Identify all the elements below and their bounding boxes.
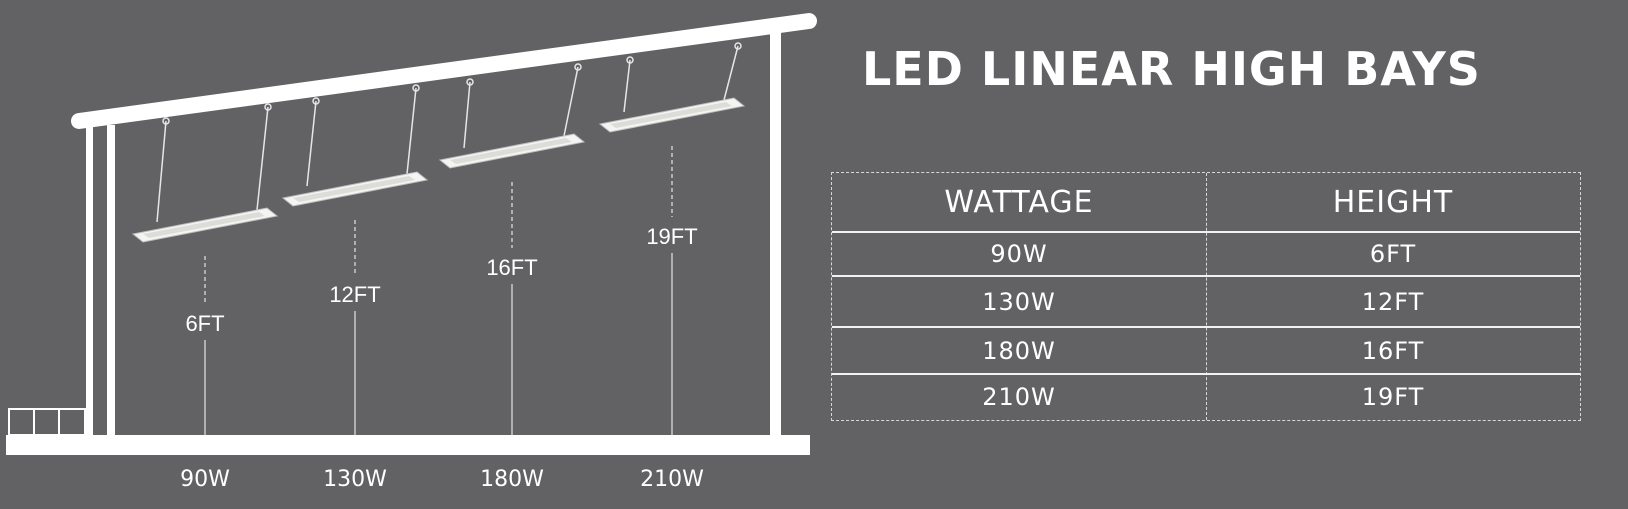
suspension-wire [306, 100, 317, 187]
table-header-wattage: WATTAGE [944, 185, 1094, 220]
hanger-ring [734, 42, 742, 50]
wattage-label: 210W [640, 467, 704, 492]
floor-slab [6, 435, 810, 455]
row-divider [832, 373, 1580, 375]
wattage-label: 130W [323, 467, 387, 492]
table-cell-height: 6FT [1369, 240, 1417, 268]
page-title: LED LINEAR HIGH BAYS [862, 42, 1481, 96]
left-post-outer [86, 125, 93, 436]
table-header-height: HEIGHT [1332, 185, 1454, 220]
wattage-label: 180W [480, 467, 544, 492]
right-post [770, 30, 781, 436]
table-cell-height: 12FT [1361, 288, 1425, 316]
fixture-lens [610, 102, 732, 128]
hanger-ring [264, 103, 272, 111]
mounting-height-label: 12FT [329, 282, 380, 307]
hanger-ring [162, 117, 170, 125]
row-divider [832, 326, 1580, 328]
hanger-ring [466, 78, 474, 86]
suspension-wire [256, 106, 269, 211]
suspension-wire [723, 45, 739, 101]
hanger-ring [626, 56, 634, 64]
hanger-ring [574, 63, 582, 71]
column-divider [1206, 173, 1207, 420]
spec-table: WATTAGE HEIGHT 90W 6FT 130W 12FT 180W 16… [831, 172, 1581, 421]
row-divider [832, 275, 1580, 277]
mounting-height-label: 6FT [185, 311, 224, 336]
mounting-height-label: 16FT [486, 255, 537, 280]
suspension-wire [156, 120, 167, 223]
table-cell-wattage: 90W [990, 240, 1048, 268]
hanger-ring [312, 97, 320, 105]
suspension-wire [563, 66, 579, 137]
mounting-height-label: 19FT [646, 224, 697, 249]
suspension-wire [406, 87, 417, 175]
fixture-lens [450, 138, 572, 164]
suspension-wire [623, 59, 631, 113]
table-cell-height: 16FT [1361, 337, 1425, 365]
table-cell-wattage: 130W [982, 288, 1056, 316]
header-divider [832, 231, 1580, 233]
suspension-wire [463, 81, 471, 149]
warehouse-illustration: 6FT 90W 12FT 130W 16FT 180W 19FT 210W [6, 13, 817, 492]
left-post-inner [107, 125, 115, 436]
table-cell-wattage: 210W [982, 383, 1056, 411]
table-cell-height: 19FT [1361, 383, 1425, 411]
roof-beam [71, 13, 817, 129]
hanger-ring [412, 84, 420, 92]
wattage-label: 90W [180, 467, 230, 492]
table-cell-wattage: 180W [982, 337, 1056, 365]
railing [8, 408, 86, 436]
fixture-lens [143, 212, 265, 238]
fixture-lens [293, 176, 415, 202]
